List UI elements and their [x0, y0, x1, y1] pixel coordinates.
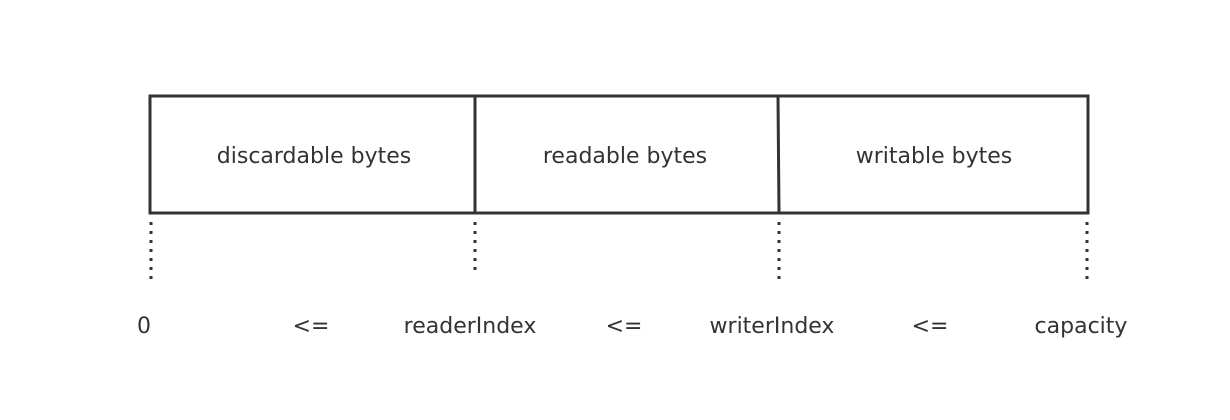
- le-operator-1: <=: [293, 314, 330, 339]
- segment-discardable-label: discardable bytes: [217, 144, 411, 169]
- le-operator-2: <=: [606, 314, 643, 339]
- buffer-box: [148, 94, 1090, 215]
- writer-index-label: writerIndex: [710, 314, 835, 339]
- le-operator-3: <=: [912, 314, 949, 339]
- index-zero-label: 0: [137, 314, 151, 339]
- divider-writer-index: [776, 95, 781, 214]
- segment-readable-label: readable bytes: [543, 144, 707, 169]
- capacity-label: capacity: [1035, 314, 1128, 339]
- reader-index-label: readerIndex: [404, 314, 537, 339]
- segment-writable-label: writable bytes: [856, 144, 1012, 169]
